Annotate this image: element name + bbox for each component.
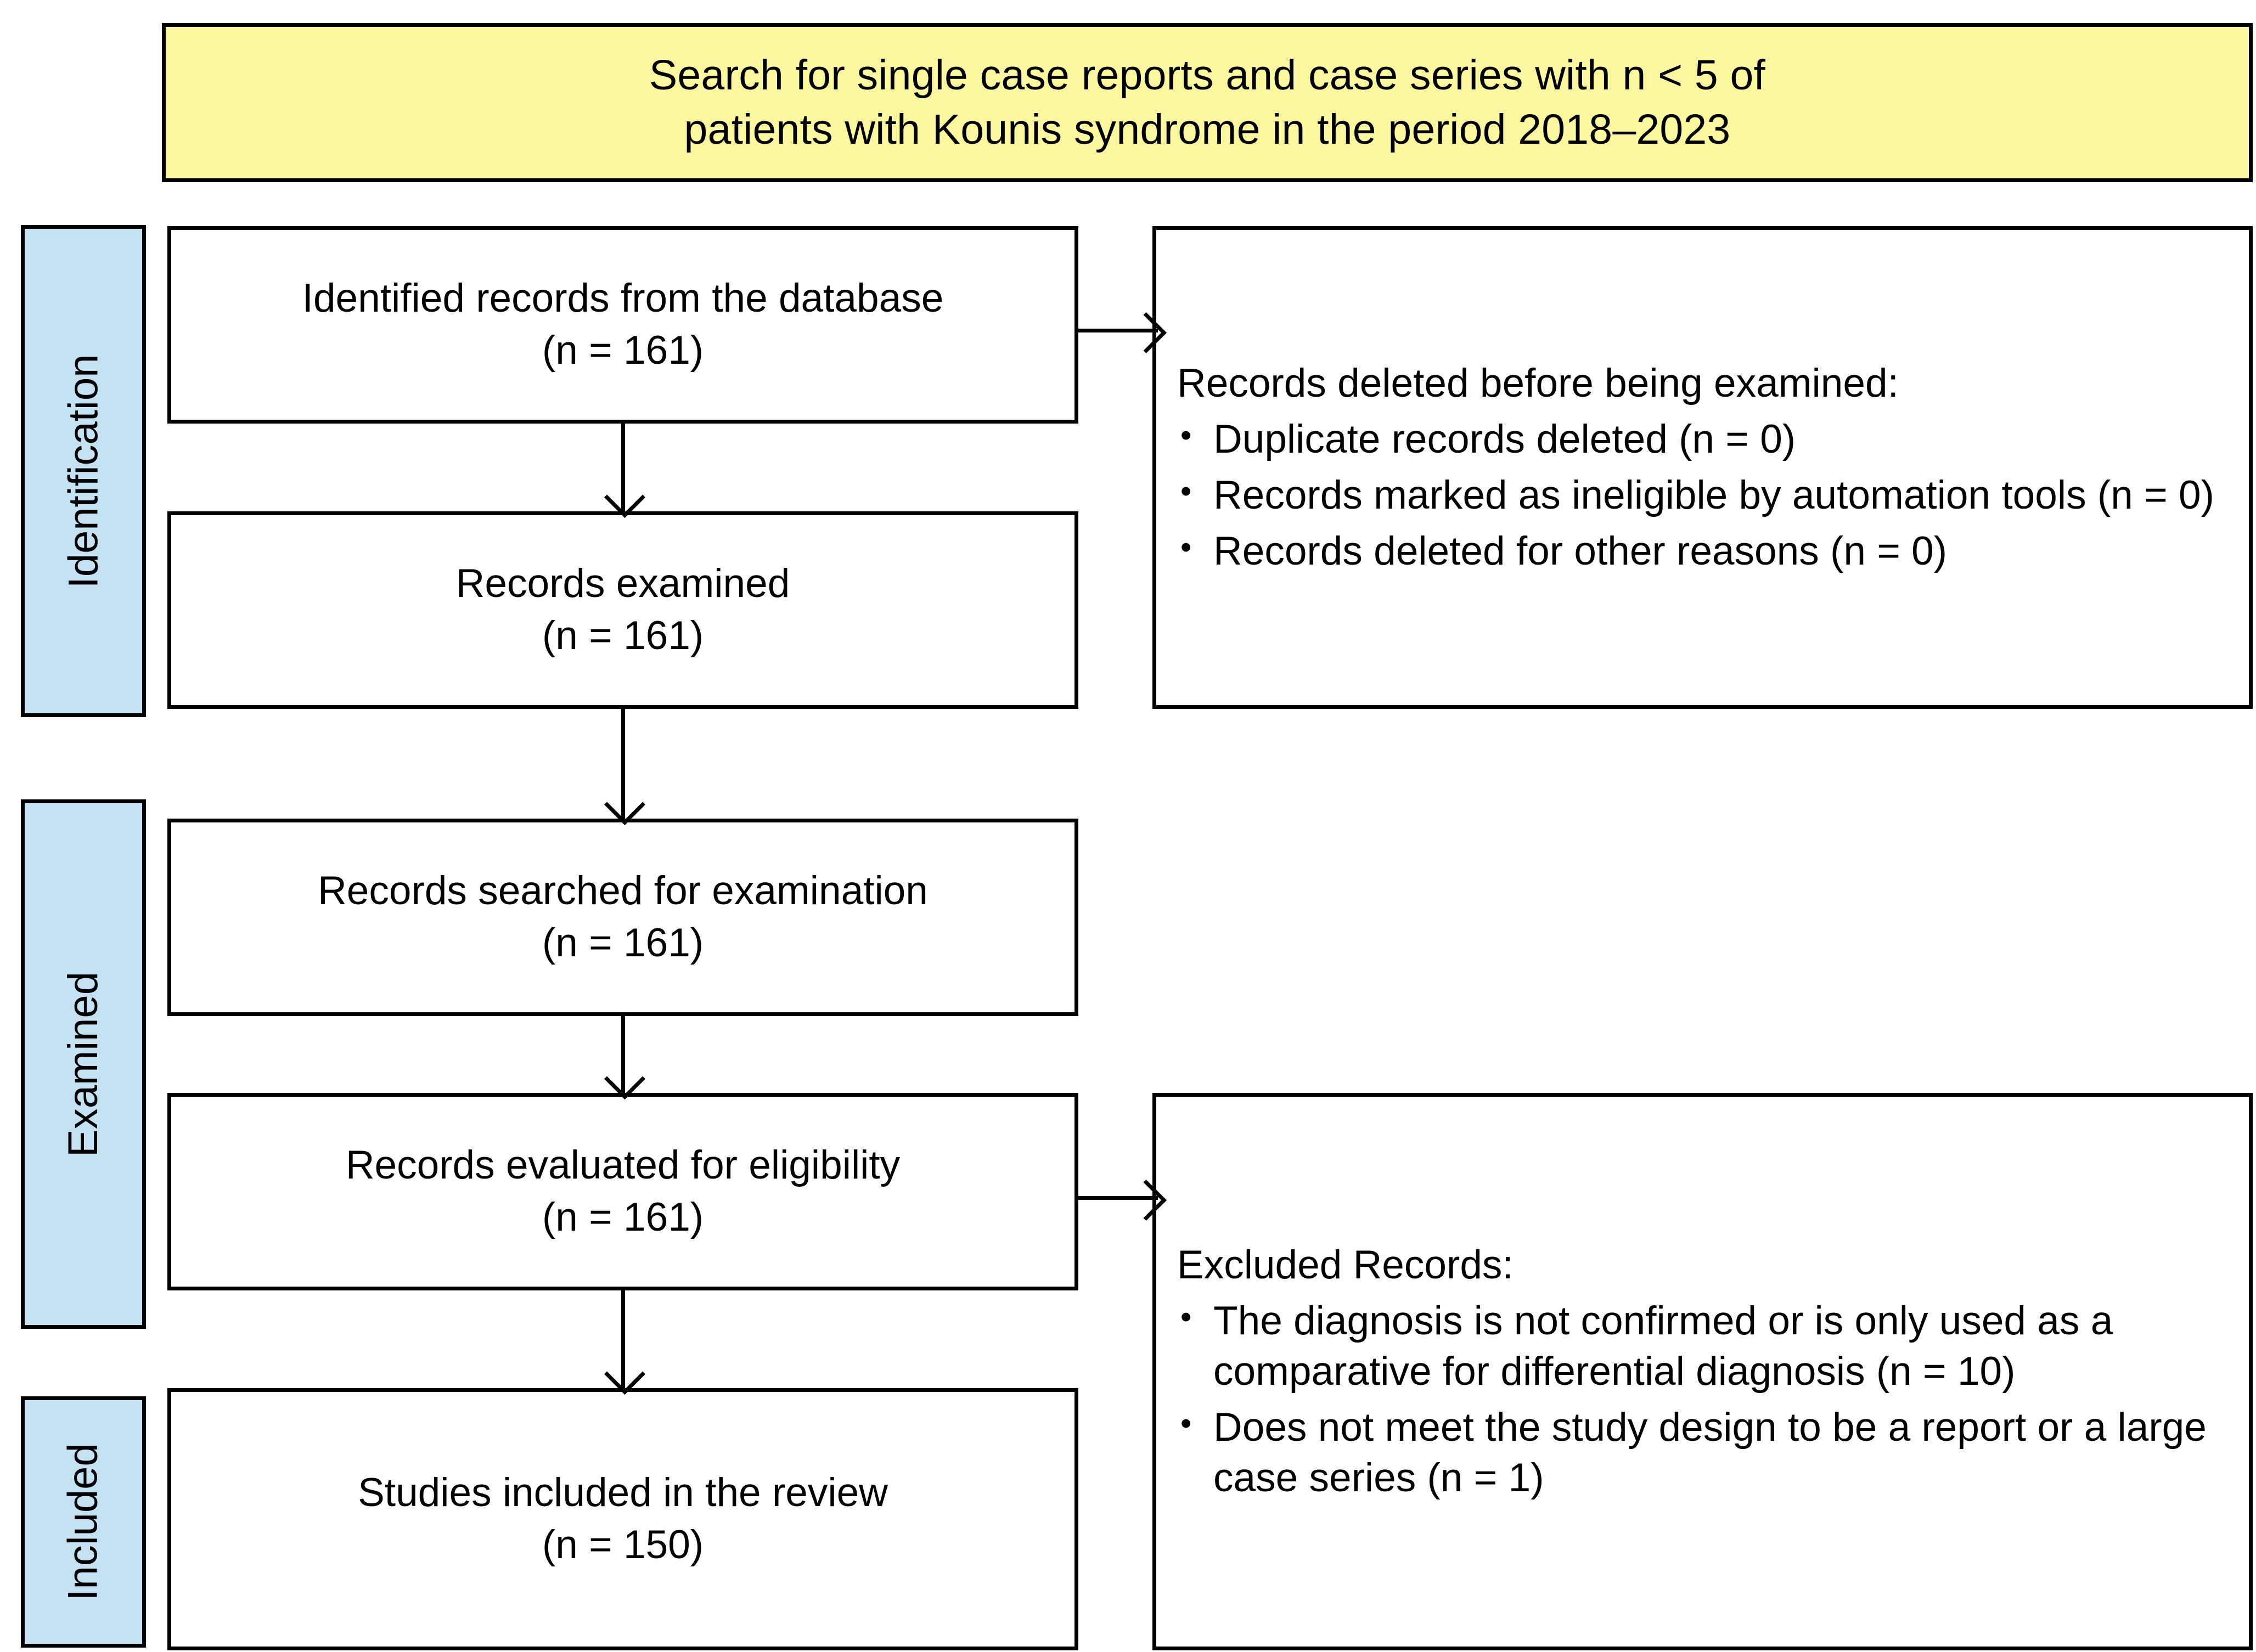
stage-label-examined: Examined [21,799,146,1329]
connector-examined-to-searched [621,709,625,820]
node-records-evaluated-label: Records evaluated for eligibility [345,1143,901,1188]
node-records-searched-count: (n = 161) [542,921,704,965]
node-records-examined: Records examined (n = 161) [167,511,1078,709]
node-records-searched: Records searched for examination (n = 16… [167,819,1078,1016]
stage-label-identification: Identification [21,225,146,717]
node-studies-included-count: (n = 150) [542,1523,704,1567]
stage-label-included: Included [21,1396,146,1648]
list-item: The diagnosis is not confirmed or is onl… [1177,1295,2230,1397]
list-item: Duplicate records deleted (n = 0) [1177,413,2214,465]
search-strategy-header: Search for single case reports and case … [162,23,2253,182]
connector-identified-to-deleted [1078,329,1158,332]
connector-evaluated-to-included [621,1290,625,1389]
node-identified-records-count: (n = 161) [542,328,704,373]
node-excluded-records-title: Excluded Records: [1177,1243,1514,1288]
node-records-evaluated: Records evaluated for eligibility (n = 1… [167,1093,1078,1290]
node-studies-included-label: Studies included in the review [358,1470,888,1515]
connector-identified-to-examined [621,424,625,512]
node-studies-included: Studies included in the review (n = 150) [167,1388,1078,1650]
node-records-searched-label: Records searched for examination [318,869,928,914]
list-item: Records marked as ineligible by automati… [1177,469,2214,521]
stage-label-identification-text: Identification [60,354,107,588]
node-records-deleted-title: Records deleted before being examined: [1177,361,1899,406]
connector-evaluated-to-excluded [1078,1196,1158,1200]
stage-label-included-text: Included [60,1443,106,1601]
list-item: Records deleted for other reasons (n = 0… [1177,525,2214,577]
node-identified-records-label: Identified records from the database [302,276,944,321]
node-records-deleted-list: Duplicate records deleted (n = 0) Record… [1156,409,2233,577]
node-records-examined-count: (n = 161) [542,613,704,658]
node-records-deleted: Records deleted before being examined: D… [1152,226,2253,709]
header-line-2: patients with Kounis syndrome in the per… [684,106,1731,153]
node-identified-records: Identified records from the database (n … [167,226,1078,424]
node-excluded-records-list: The diagnosis is not confirmed or is onl… [1156,1290,2249,1503]
header-line-1: Search for single case reports and case … [649,52,1766,99]
connector-searched-to-evaluated [621,1016,625,1094]
list-item: Does not meet the study design to be a r… [1177,1401,2230,1503]
node-records-evaluated-count: (n = 161) [542,1195,704,1239]
node-excluded-records: Excluded Records: The diagnosis is not c… [1152,1093,2253,1650]
stage-label-examined-text: Examined [60,971,106,1157]
node-records-examined-label: Records examined [455,561,790,606]
